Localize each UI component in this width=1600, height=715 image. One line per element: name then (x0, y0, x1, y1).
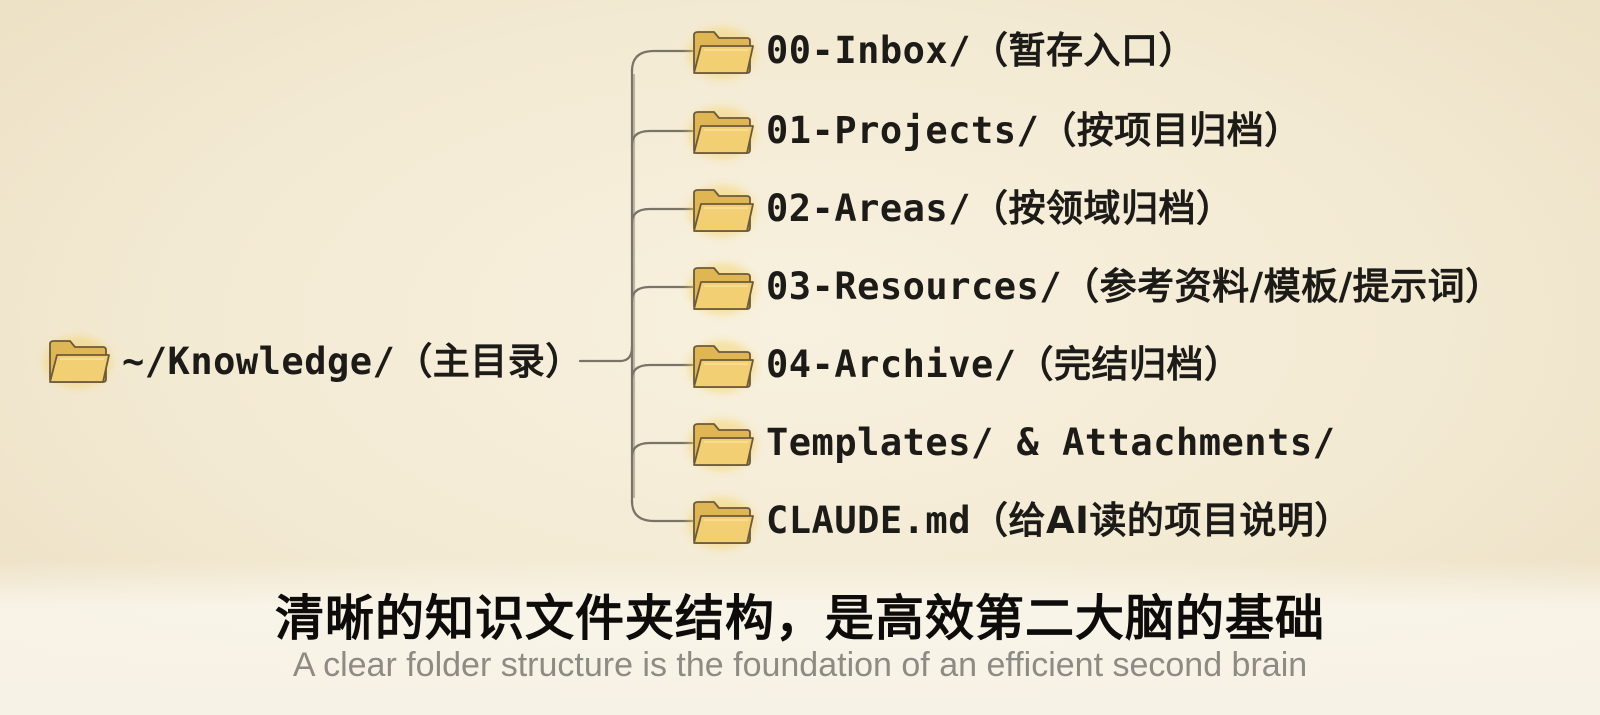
branch-line (630, 207, 694, 225)
branch-line (630, 285, 694, 303)
root-note: （主目录） (395, 340, 583, 383)
folder-note: （暂存入口） (970, 29, 1196, 72)
folder-note: （按领域归档） (970, 187, 1234, 230)
folder-item-resources: 03-Resources/（参考资料/模板/提示词） (766, 268, 1503, 305)
folder-item-projects: 01-Projects/（按项目归档） (766, 112, 1302, 149)
folder-path: 00-Inbox/ (766, 29, 971, 72)
folder-path: 02-Areas/ (766, 187, 971, 230)
folder-icon (688, 183, 756, 237)
folder-item-areas: 02-Areas/（按领域归档） (766, 190, 1233, 227)
folder-icon (688, 261, 756, 315)
folder-icon (688, 495, 756, 549)
branch-line (630, 499, 694, 523)
folder-icon (688, 105, 756, 159)
folder-path: 03-Resources/ (766, 265, 1063, 308)
folder-path: 04-Archive/ (766, 343, 1017, 386)
folder-note: （参考资料/模板/提示词） (1062, 265, 1503, 308)
folder-note: （按项目归档） (1039, 109, 1302, 152)
folder-item-claude-md: CLAUDE.md（给AI读的项目说明） (766, 502, 1352, 539)
folder-note: （给AI读的项目说明） (970, 499, 1352, 542)
folder-path: CLAUDE.md (766, 499, 971, 542)
folder-icon (688, 417, 756, 471)
folder-item-inbox: 00-Inbox/（暂存入口） (766, 32, 1196, 69)
folder-note: （完结归档） (1016, 343, 1242, 386)
root-folder-icon (44, 334, 112, 388)
root-connector-line (578, 345, 634, 363)
caption-chinese: 清晰的知识文件夹结构，是高效第二大脑的基础 (274, 590, 1325, 647)
folder-path: Templates/ & Attachments/ (766, 421, 1336, 464)
folder-item-templates-attachments: Templates/ & Attachments/ (766, 424, 1335, 461)
branch-line (630, 129, 694, 147)
caption-band (0, 560, 1600, 715)
folder-icon (688, 339, 756, 393)
folder-icon (688, 25, 756, 79)
branch-line (630, 49, 694, 73)
caption-english: A clear folder structure is the foundati… (292, 646, 1308, 684)
branch-line (630, 363, 694, 381)
folder-path: 01-Projects/ (766, 109, 1040, 152)
folder-item-archive: 04-Archive/（完结归档） (766, 346, 1242, 383)
branch-line (630, 441, 694, 459)
root-path: ~/Knowledge/ (122, 340, 396, 383)
root-folder-label: ~/Knowledge/（主目录） (122, 343, 583, 380)
